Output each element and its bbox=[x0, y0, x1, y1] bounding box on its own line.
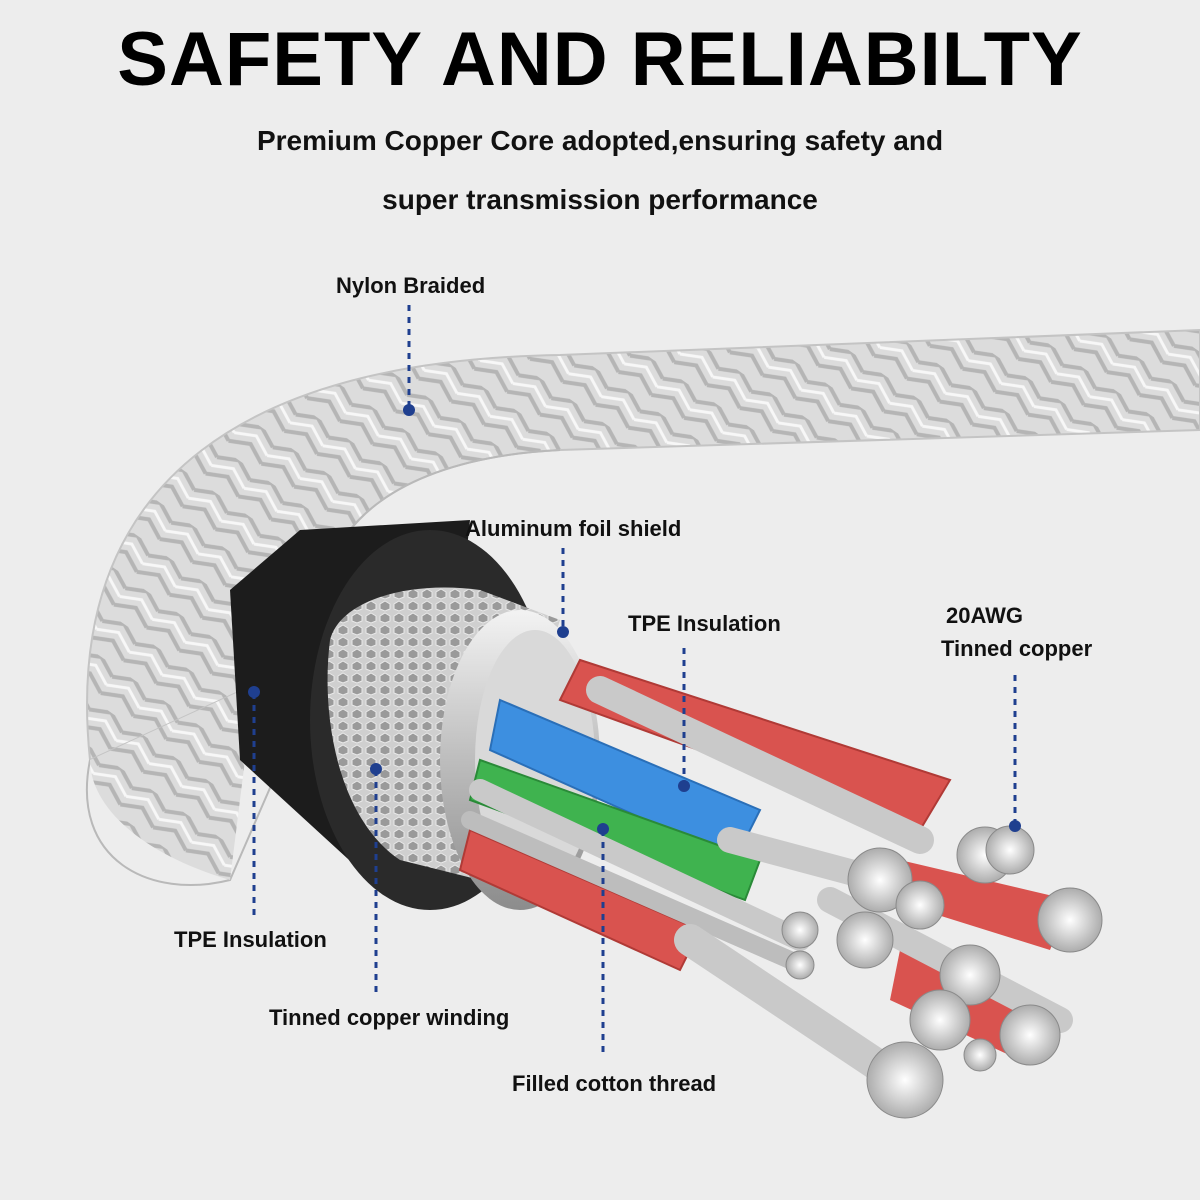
label-tpe-insulation-inner: TPE Insulation bbox=[628, 611, 781, 636]
subtitle-line-2: super transmission performance bbox=[382, 184, 818, 215]
label-awg: 20AWG bbox=[946, 603, 1024, 628]
internal-cores bbox=[458, 658, 1103, 1119]
leader-lines bbox=[252, 305, 1017, 1055]
leader-dots bbox=[248, 404, 1021, 835]
label-nylon-braided: Nylon Braided bbox=[336, 273, 486, 298]
label-aluminum-foil-shield: Aluminum foil shield bbox=[465, 516, 682, 541]
label-filled-cotton-thread: Filled cotton thread bbox=[512, 1071, 717, 1096]
subtitle-line-1: Premium Copper Core adopted,ensuring saf… bbox=[256, 125, 944, 156]
label-tpe-insulation-outer: TPE Insulation bbox=[174, 927, 327, 952]
label-tinned-copper-winding: Tinned copper winding bbox=[269, 1005, 510, 1030]
headline: SAFETY AND RELIABILTY bbox=[117, 17, 1083, 102]
label-tinned-copper: Tinned copper bbox=[941, 636, 1093, 661]
